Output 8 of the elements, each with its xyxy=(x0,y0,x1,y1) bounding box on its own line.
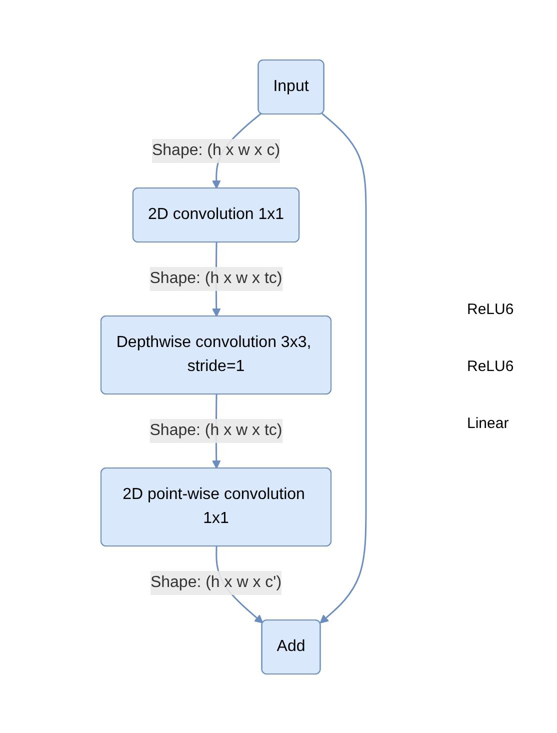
activation-label: Linear xyxy=(467,415,510,432)
edge-label: Shape: (h x w x tc) xyxy=(150,422,282,438)
arrow xyxy=(320,112,367,623)
edge-label: Shape: (h x w x c') xyxy=(150,574,282,590)
edge-label: Shape: (h x w x c) xyxy=(152,142,280,158)
activation-label: ReLU6 xyxy=(467,358,515,375)
activation-label: ReLU6 xyxy=(467,301,515,318)
edge-label: Shape: (h x w x tc) xyxy=(150,270,282,286)
